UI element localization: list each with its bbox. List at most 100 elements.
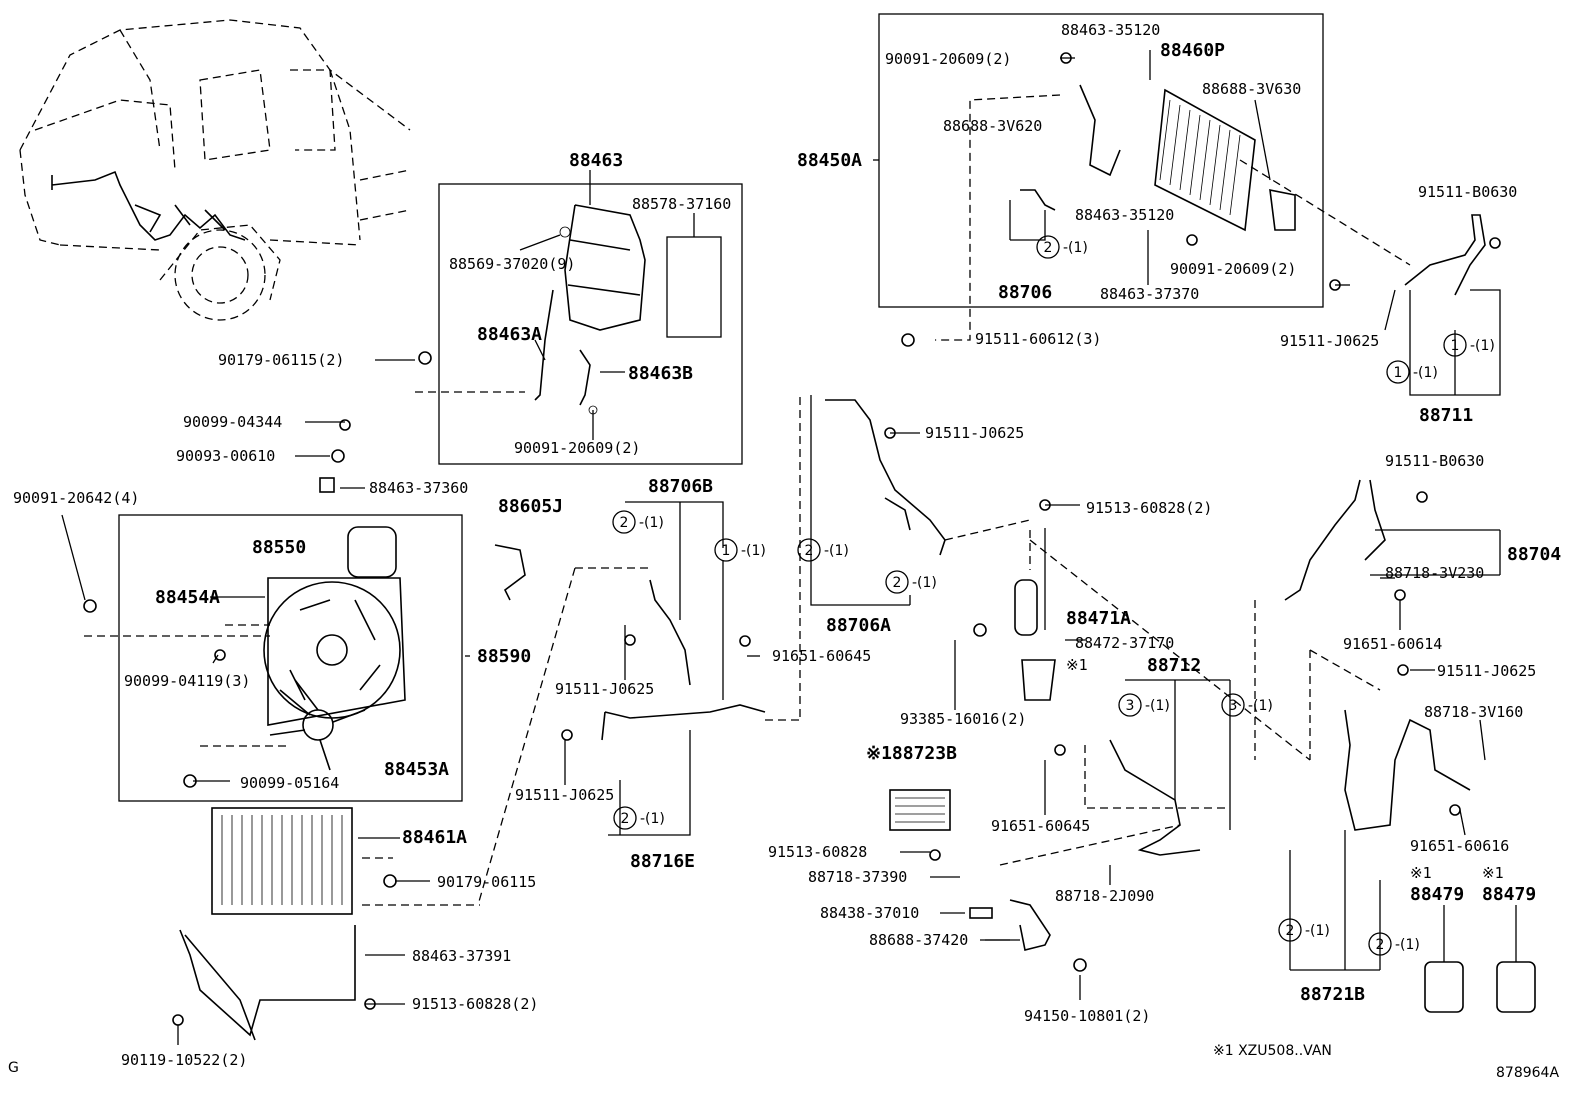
label-91511-J0625-a: 91511-J0625 bbox=[555, 680, 654, 698]
label-88688-3V630: 88688-3V630 bbox=[1202, 80, 1301, 98]
hose-88704 bbox=[1254, 479, 1501, 760]
svg-text:2: 2 bbox=[621, 811, 630, 827]
footnote: ※1 XZU508..VAN bbox=[1213, 1043, 1332, 1059]
diagram-id: 878964A bbox=[1496, 1065, 1559, 1081]
label-88723B: ※188723B bbox=[866, 743, 957, 764]
label-88718-2J090: 88718-2J090 bbox=[1055, 887, 1154, 905]
bracket-group-box bbox=[438, 170, 743, 465]
label-88463B: 88463B bbox=[628, 363, 693, 384]
label-88463-37391: 88463-37391 bbox=[412, 947, 511, 965]
svg-text:1: 1 bbox=[1451, 338, 1460, 354]
label-88460P: 88460P bbox=[1160, 40, 1225, 61]
label-91513-60828-a: 91513-60828(2) bbox=[412, 995, 538, 1013]
corner-g: G bbox=[8, 1060, 19, 1076]
svg-text:1: 1 bbox=[1394, 365, 1403, 381]
label-88472-37170: 88472-37170 bbox=[1075, 634, 1174, 652]
label-88718-3V160: 88718-3V160 bbox=[1424, 703, 1523, 721]
label-91651-60614: 91651-60614 bbox=[1343, 635, 1442, 653]
label-94150-10801: 94150-10801(2) bbox=[1024, 1007, 1150, 1025]
hose-88706B bbox=[477, 501, 724, 906]
svg-text:2: 2 bbox=[1286, 923, 1295, 939]
cans-88479 bbox=[1424, 905, 1536, 1013]
label-90099-04344: 90099-04344 bbox=[183, 413, 282, 431]
label-88463-37370: 88463-37370 bbox=[1100, 285, 1199, 303]
hose-88721B bbox=[1289, 649, 1471, 971]
truck-illustration-icon bbox=[19, 19, 411, 321]
label-91511-60612: 91511-60612(3) bbox=[975, 330, 1101, 348]
label-88718-37390: 88718-37390 bbox=[808, 868, 907, 886]
label-90091-20609-right: 90091-20609(2) bbox=[1170, 260, 1296, 278]
label-88463: 88463 bbox=[569, 150, 623, 171]
svg-text:-(1): -(1) bbox=[912, 575, 937, 591]
svg-text:-(1): -(1) bbox=[824, 543, 849, 559]
svg-text:-(1): -(1) bbox=[741, 543, 766, 559]
svg-text:1: 1 bbox=[722, 543, 731, 559]
label-88712: 88712 bbox=[1147, 655, 1201, 676]
hose-88711 bbox=[1404, 214, 1501, 396]
label-88706A: 88706A bbox=[826, 615, 891, 636]
label-90091-20642: 90091-20642(4) bbox=[13, 489, 139, 507]
svg-text:-(1): -(1) bbox=[640, 811, 665, 827]
svg-text:2: 2 bbox=[805, 543, 814, 559]
svg-text:-(1): -(1) bbox=[1470, 338, 1495, 354]
label-90119-10522: 90119-10522(2) bbox=[121, 1051, 247, 1069]
caution-label-icon bbox=[889, 789, 951, 831]
label-88711: 88711 bbox=[1419, 405, 1473, 426]
label-88471A: 88471A bbox=[1066, 608, 1131, 629]
svg-text:-(1): -(1) bbox=[1305, 923, 1330, 939]
label-88590: 88590 bbox=[477, 646, 531, 667]
label-91651-60645-b: 91651-60645 bbox=[991, 817, 1090, 835]
leader-lines bbox=[61, 57, 1486, 1045]
label-91511-J0625-top: 91511-J0625 bbox=[1280, 332, 1379, 350]
label-88718-3V230: 88718-3V230 bbox=[1385, 564, 1484, 582]
label-88450A: 88450A bbox=[797, 150, 862, 171]
label-mark-b: ※1 bbox=[1410, 864, 1432, 882]
bracket-88688-37420 bbox=[969, 899, 1081, 1000]
label-88716E: 88716E bbox=[630, 851, 695, 872]
label-mark-c: ※1 bbox=[1482, 864, 1504, 882]
hose-88712 bbox=[999, 679, 1231, 866]
label-88479-b: 88479 bbox=[1482, 884, 1536, 905]
label-90091-20609-mid: 90091-20609(2) bbox=[514, 439, 640, 457]
label-88453A: 88453A bbox=[384, 759, 449, 780]
fastener-icons bbox=[83, 52, 1501, 1026]
label-88479-a: 88479 bbox=[1410, 884, 1464, 905]
svg-text:2: 2 bbox=[1044, 240, 1053, 256]
label-90179-06115-2: 90179-06115(2) bbox=[218, 351, 344, 369]
label-88463-35120-top: 88463-35120 bbox=[1061, 21, 1160, 39]
label-91511-J0625-b: 91511-J0625 bbox=[515, 786, 614, 804]
label-91511-B0630-mid: 91511-B0630 bbox=[1385, 452, 1484, 470]
svg-text:-(1): -(1) bbox=[1063, 240, 1088, 256]
condenser-lower bbox=[179, 807, 480, 1041]
hose-88706A bbox=[765, 395, 1031, 721]
svg-text:-(1): -(1) bbox=[1145, 698, 1170, 714]
label-91651-60616: 91651-60616 bbox=[1410, 837, 1509, 855]
label-91511-B0630-top: 91511-B0630 bbox=[1418, 183, 1517, 201]
label-88463-37360: 88463-37360 bbox=[369, 479, 468, 497]
label-88721B: 88721B bbox=[1300, 984, 1365, 1005]
svg-text:2: 2 bbox=[893, 575, 902, 591]
svg-text:2: 2 bbox=[1376, 937, 1385, 953]
label-91511-J0625-r: 91511-J0625 bbox=[1437, 662, 1536, 680]
receiver-88471A bbox=[1014, 528, 1311, 761]
svg-text:-(1): -(1) bbox=[639, 515, 664, 531]
label-88569-37020: 88569-37020(9) bbox=[449, 255, 575, 273]
label-88706: 88706 bbox=[998, 282, 1052, 303]
label-88461A: 88461A bbox=[402, 827, 467, 848]
label-88463A: 88463A bbox=[477, 324, 542, 345]
part-labels: 88463 88578-37160 88569-37020(9) 88463A … bbox=[8, 21, 1561, 1081]
label-88688-3V620: 88688-3V620 bbox=[943, 117, 1042, 135]
label-91513-60828: 91513-60828 bbox=[768, 843, 867, 861]
label-88706B: 88706B bbox=[648, 476, 713, 497]
label-88605J: 88605J bbox=[498, 496, 563, 517]
label-88704: 88704 bbox=[1507, 544, 1561, 565]
label-88688-37420: 88688-37420 bbox=[869, 931, 968, 949]
label-90179-06115: 90179-06115 bbox=[437, 873, 536, 891]
fan-shroud-box bbox=[84, 514, 470, 802]
svg-text:3: 3 bbox=[1126, 698, 1135, 714]
label-90091-20609-top: 90091-20609(2) bbox=[885, 50, 1011, 68]
svg-text:3: 3 bbox=[1229, 698, 1238, 714]
label-91511-J0625-c: 91511-J0625 bbox=[925, 424, 1024, 442]
label-90099-05164: 90099-05164 bbox=[240, 774, 339, 792]
